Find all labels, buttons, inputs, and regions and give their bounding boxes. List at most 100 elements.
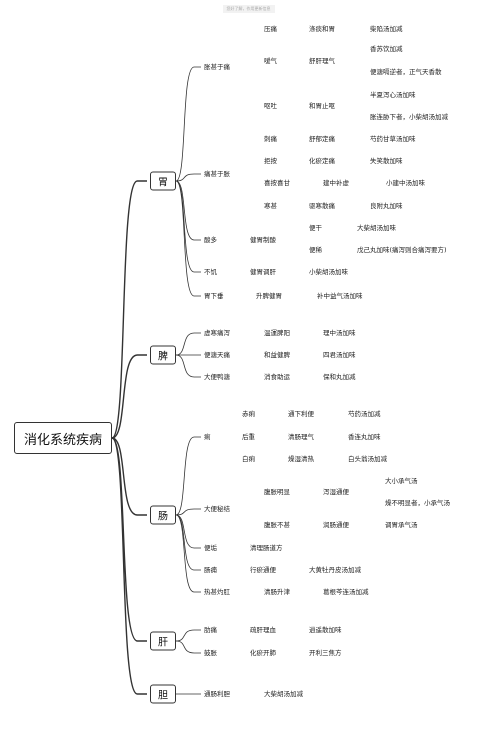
node-jianwei: 健胃制酸	[250, 236, 276, 244]
node-xian: 喜按喜甘	[264, 179, 290, 187]
node-baitouweng: 白头翁汤加减	[348, 455, 387, 463]
node-xiangsu: 香苏饮加减	[370, 45, 403, 53]
node-dan: 胆	[150, 684, 176, 704]
node-xiaojianzhong: 小建中汤加味	[386, 179, 425, 187]
node-outu: 呕吐	[264, 102, 277, 110]
node-pi: 脾	[150, 345, 176, 365]
connector-line-6	[175, 173, 201, 182]
node-xiaoyao: 逍遥散加味	[309, 626, 342, 634]
node-aiqi: 嗳气	[264, 57, 277, 65]
node-chang: 肠	[150, 505, 176, 525]
node-baili: 白痢	[242, 455, 255, 463]
connector-line-3	[111, 437, 147, 642]
node-bianxi: 便稀	[309, 246, 322, 254]
connector-line-1	[111, 354, 147, 439]
node-rejie: 热甚灼肛	[204, 588, 230, 596]
node-tongdan: 通肠利胆	[204, 690, 230, 698]
node-shaoyao: 芍药甘草汤加味	[370, 135, 416, 143]
node-guzhang: 鼓胀	[204, 649, 217, 657]
node-hewei: 和胃止呕	[309, 102, 335, 110]
connector-line-55	[175, 514, 201, 593]
node-tongxia: 通下利便	[288, 410, 314, 418]
connector-line-9	[175, 180, 201, 297]
node-qingchang: 清肠理气	[288, 433, 314, 441]
node-huayu2: 化瘀开肺	[250, 649, 276, 657]
node-dabianmijie: 大便秘结	[204, 505, 230, 513]
node-wei: 胃	[150, 171, 176, 191]
node-gan: 肝	[150, 631, 176, 651]
node-shugan2: 疏肝理血	[250, 626, 276, 634]
node-wuji: 戊己丸加味(痛泻则合痛泻要方)	[357, 246, 447, 254]
connector-line-4	[111, 437, 147, 695]
node-xuhan: 虚寒痛泻	[204, 329, 230, 337]
node-qingli: 清理肠道方	[250, 544, 283, 552]
watermark: 您好了解，作用更新信息	[222, 5, 275, 13]
node-root: 消化系统疾病	[14, 422, 112, 454]
node-fuzhangbu: 燥不明显者，小承气汤	[385, 499, 450, 507]
node-xianxiong: 柴陷汤加减	[370, 25, 403, 33]
node-jianwei2: 健胃调肝	[250, 268, 276, 276]
connector-line-8	[175, 180, 201, 273]
node-xielian: 胀连胁下者，小柴胡汤加减	[370, 113, 448, 121]
node-dahuang: 大黄牡丹皮汤加减	[309, 566, 361, 574]
node-qingchang2: 清肠升津	[264, 588, 290, 596]
connector-line-44	[175, 354, 201, 378]
node-zaoshi: 燥湿清热	[288, 455, 314, 463]
node-dabian: 大便鸭溏	[204, 373, 230, 381]
node-chili: 赤痢	[242, 410, 255, 418]
node-banxia: 半夏泻心汤加味	[370, 91, 416, 99]
node-liangfu: 良附丸加味	[370, 202, 403, 210]
connector-line-0	[111, 180, 147, 439]
node-wenyun: 温運脾阳	[264, 329, 290, 337]
node-shuyu: 舒郁定痛	[309, 135, 335, 143]
connector-line-42	[175, 332, 201, 356]
node-leitong: 肋痛	[204, 626, 217, 634]
node-biangan: 便干	[309, 224, 322, 232]
node-shugan: 舒肝理气	[309, 57, 335, 65]
node-weixiachui: 胃下垂	[204, 292, 224, 300]
node-yatong: 压痛	[264, 25, 277, 33]
node-suanduo: 酸多	[204, 236, 217, 244]
node-xiaoshi: 消食助运	[264, 373, 290, 381]
node-dachengqi: 大小承气汤	[385, 477, 418, 485]
node-bianbi: 便溏嗝逆者，正气天香散	[370, 68, 442, 76]
node-tiaowei: 调胃承气汤	[385, 521, 418, 529]
node-yiqi: 和益健脾	[264, 351, 290, 359]
node-dachaihu: 大柴胡汤加味	[357, 224, 396, 232]
node-shengpi: 升脾健胃	[256, 292, 282, 300]
node-shaoyaotang: 芍药汤加减	[348, 410, 381, 418]
node-runchang: 润肠通便	[323, 521, 349, 529]
node-bianxie: 便垢	[204, 544, 217, 552]
connector-line-78	[175, 640, 201, 654]
node-sijunzi: 四君汤加味	[323, 351, 356, 359]
node-buji: 不饥	[204, 268, 217, 276]
node-xietong: 泻湿通便	[323, 488, 349, 496]
node-buzhong: 补中益气汤加味	[317, 292, 363, 300]
node-houzhong: 后重	[242, 433, 255, 441]
node-gegen: 葛根芩连汤加减	[323, 588, 369, 596]
node-kaizhi: 开利三焦方	[309, 649, 342, 657]
node-tongshen: 痛甚于胀	[204, 170, 230, 178]
node-dachaihu2: 大柴胡汤加减	[264, 690, 303, 698]
connector-line-7	[175, 180, 201, 241]
node-xianglian: 香连丸加味	[348, 433, 381, 441]
connector-line-52	[175, 508, 201, 516]
node-huayu: 化瘀定痛	[309, 157, 335, 165]
connector-line-5	[175, 66, 201, 182]
node-hanshen: 寒甚	[264, 202, 277, 210]
node-fuzhang: 腹胀明显	[264, 488, 290, 496]
node-quhan: 驱寒散痛	[309, 202, 335, 210]
connector-line-2	[111, 437, 147, 516]
node-baohe: 保和丸加减	[323, 373, 356, 381]
node-li: 痢	[204, 433, 211, 441]
node-cici: 刺痛	[264, 135, 277, 143]
connector-line-54	[175, 514, 201, 571]
connector-line-51	[175, 436, 201, 516]
node-bianchi: 便溏天痛	[204, 351, 230, 359]
node-fuzhangbushen: 腹胀不甚	[264, 521, 290, 529]
node-shixiao: 失笑散加味	[370, 157, 403, 165]
node-xiaochaihu: 小柴胡汤加味	[309, 268, 348, 276]
node-dishu: 涤痰和胃	[309, 25, 335, 33]
